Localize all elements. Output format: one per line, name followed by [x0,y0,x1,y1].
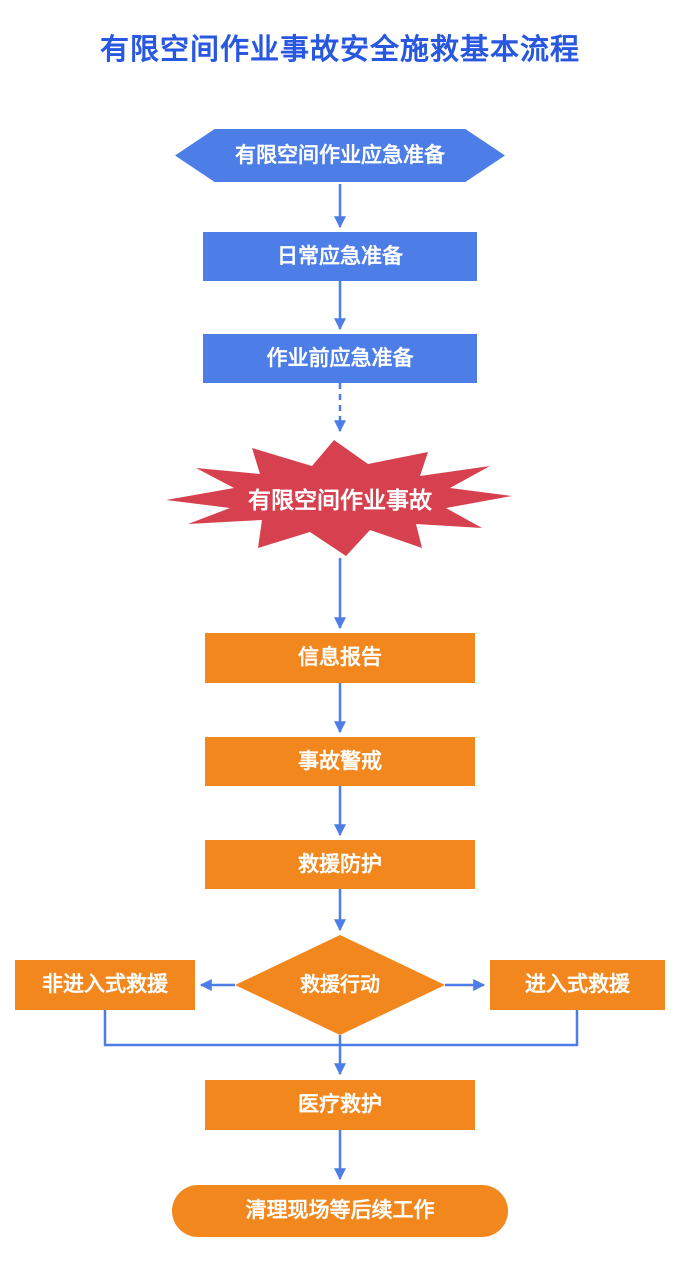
node-cleanup-followup: 清理现场等后续工作 [172,1185,508,1237]
node-medical-aid: 医疗救护 [205,1080,475,1130]
node-label: 信息报告 [298,646,382,670]
node-label: 非进入式救援 [42,973,168,997]
node-label: 救援防护 [298,852,382,876]
node-label: 救援行动 [300,974,380,996]
node-label: 作业前应急准备 [266,346,414,370]
node-emergency-prep: 有限空间作业应急准备 [175,129,505,182]
node-label: 有限空间作业事故 [248,487,432,513]
node-pre-work-prep: 作业前应急准备 [203,334,477,383]
node-accident-alert: 事故警戒 [205,737,475,786]
node-label: 有限空间作业应急准备 [235,143,445,167]
node-label: 日常应急准备 [277,244,403,268]
node-rescue-protection: 救援防护 [205,840,475,889]
node-label: 事故警戒 [298,749,382,773]
node-non-entry-rescue: 非进入式救援 [15,960,195,1010]
node-accident-burst: 有限空间作业事故 [160,436,520,560]
node-entry-rescue: 进入式救援 [490,960,665,1010]
starburst-shape [166,440,512,556]
node-label: 清理现场等后续工作 [245,1199,435,1223]
node-info-report: 信息报告 [205,633,475,683]
page-title: 有限空间作业事故安全施救基本流程 [99,34,580,66]
node-label: 医疗救护 [298,1093,382,1117]
node-label: 进入式救援 [525,973,630,997]
node-daily-prep: 日常应急准备 [203,232,477,281]
